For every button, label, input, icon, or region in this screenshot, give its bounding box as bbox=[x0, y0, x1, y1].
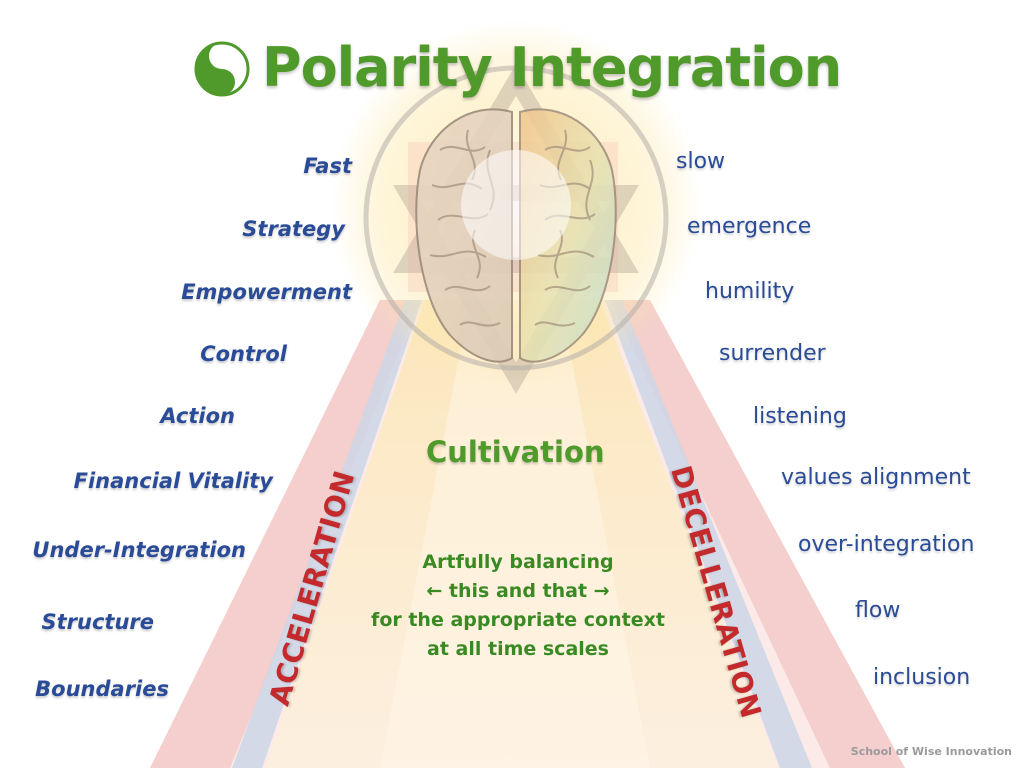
left-pole-structure: Structure bbox=[41, 610, 154, 634]
page-title: Polarity Integration bbox=[262, 36, 842, 99]
circle-ring bbox=[363, 65, 669, 371]
center-line-4: at all time scales bbox=[427, 638, 609, 660]
left-band-red bbox=[150, 300, 420, 768]
center-line-1: Artfully balancing bbox=[422, 551, 614, 573]
left-pole-boundaries: Boundaries bbox=[35, 677, 169, 701]
right-pole-listening: listening bbox=[753, 404, 847, 429]
left-pole-strategy: Strategy bbox=[242, 217, 345, 241]
right-band-red bbox=[610, 300, 905, 768]
center-line-2: ← this and that → bbox=[426, 580, 610, 602]
left-pole-fast: Fast bbox=[303, 154, 352, 178]
left-pole-under-integration: Under-Integration bbox=[32, 538, 246, 562]
right-pole-emergence: emergence bbox=[687, 214, 812, 239]
center-description: Artfully balancing ← this and that → for… bbox=[352, 548, 684, 664]
inner-beam bbox=[380, 300, 650, 768]
right-pole-slow: slow bbox=[676, 149, 726, 174]
left-band-blue bbox=[232, 300, 422, 768]
right-pole-surrender: surrender bbox=[719, 341, 826, 366]
right-pole-values-alignment: values alignment bbox=[781, 465, 971, 490]
center-heading: Cultivation bbox=[426, 435, 605, 469]
right-pole-humility: humility bbox=[705, 279, 795, 304]
yin-yang-icon bbox=[194, 41, 250, 97]
left-pole-empowerment: Empowerment bbox=[181, 280, 352, 304]
right-band-blue bbox=[605, 300, 812, 768]
right-pole-over-integration: over-integration bbox=[798, 532, 975, 557]
left-pole-financial-vitality: Financial Vitality bbox=[73, 469, 273, 493]
center-line-3: for the appropriate context bbox=[371, 609, 665, 631]
brain-icon bbox=[415, 108, 617, 363]
right-pole-inclusion: inclusion bbox=[873, 665, 971, 690]
left-pole-action: Action bbox=[160, 404, 235, 428]
left-pole-control: Control bbox=[200, 342, 287, 366]
credit-text: School of Wise Innovation bbox=[850, 745, 1012, 758]
right-pole-flow: flow bbox=[855, 598, 901, 623]
